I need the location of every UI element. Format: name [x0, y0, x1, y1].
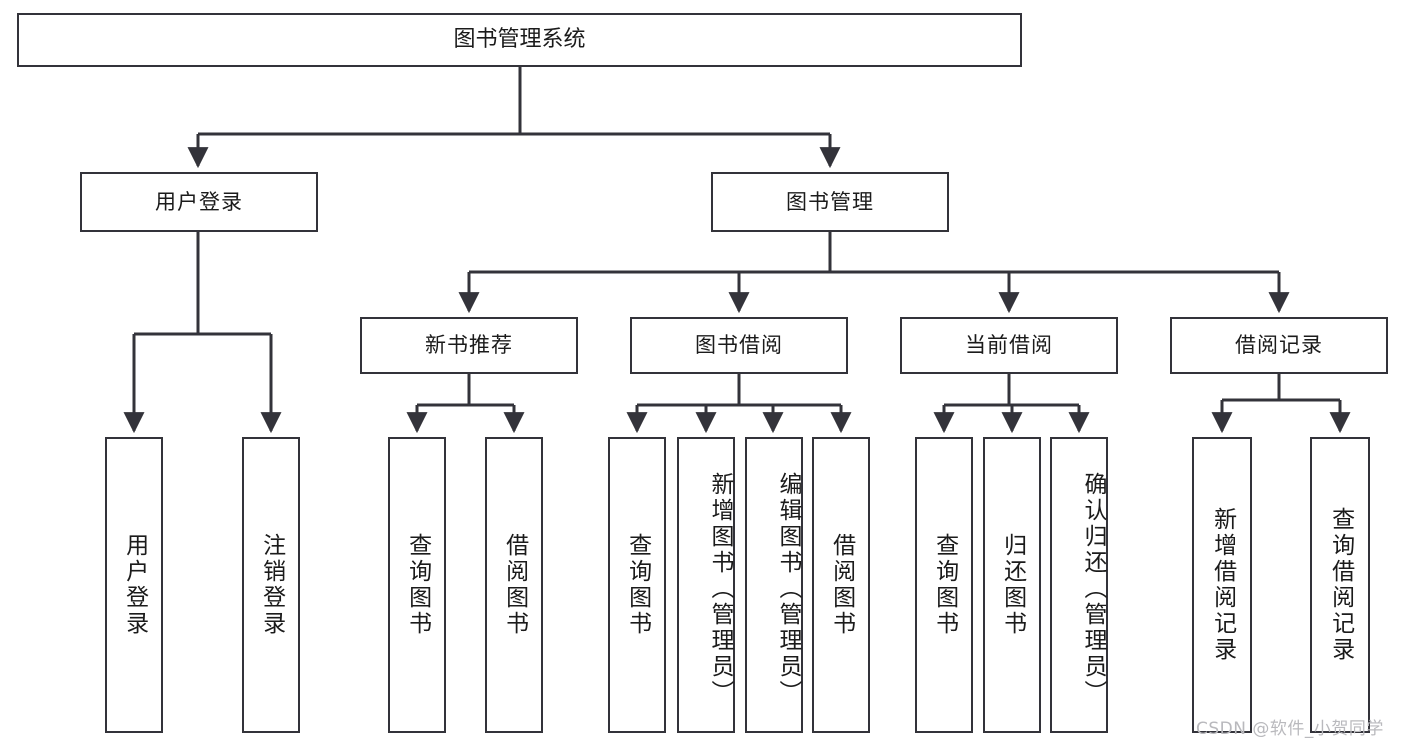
node-book-borrow[interactable]: 图书借阅	[630, 317, 848, 374]
leaf-borrow-query-book[interactable]: 查询图书	[608, 437, 666, 733]
leaf-label: 用户登录	[121, 533, 148, 637]
leaf-label: 新增借阅记录	[1209, 507, 1236, 663]
watermark-csdn: CSDN @软件_小贺同学	[1196, 719, 1384, 739]
leaf-label: 查询图书	[931, 533, 958, 637]
leaf-current-return-book[interactable]: 归还图书	[983, 437, 1041, 733]
leaf-label: 确认归还（管理员）	[1080, 472, 1106, 706]
node-borrow-records[interactable]: 借阅记录	[1170, 317, 1388, 374]
leaf-records-query-record[interactable]: 查询借阅记录	[1310, 437, 1370, 733]
leaf-user-login-login[interactable]: 用户登录	[105, 437, 163, 733]
leaf-current-query-book[interactable]: 查询图书	[915, 437, 973, 733]
node-current-borrow[interactable]: 当前借阅	[900, 317, 1118, 374]
leaf-label: 查询借阅记录	[1327, 507, 1354, 663]
leaf-records-add-record[interactable]: 新增借阅记录	[1192, 437, 1252, 733]
leaf-label: 注销登录	[258, 533, 285, 637]
leaf-borrow-add-book-admin[interactable]: 新增图书（管理员）	[677, 437, 735, 733]
leaf-label: 借阅图书	[828, 533, 855, 637]
leaf-current-confirm-return-admin[interactable]: 确认归还（管理员）	[1050, 437, 1108, 733]
leaf-new-book-query-book[interactable]: 查询图书	[388, 437, 446, 733]
leaf-label: 查询图书	[624, 533, 651, 637]
node-root[interactable]: 图书管理系统	[17, 13, 1022, 67]
leaf-label: 归还图书	[999, 533, 1026, 637]
leaf-borrow-edit-book-admin[interactable]: 编辑图书（管理员）	[745, 437, 803, 733]
node-user-login[interactable]: 用户登录	[80, 172, 318, 232]
leaf-label: 新增图书（管理员）	[707, 472, 733, 706]
leaf-new-book-borrow-book[interactable]: 借阅图书	[485, 437, 543, 733]
node-new-book-recommend[interactable]: 新书推荐	[360, 317, 578, 374]
leaf-label: 借阅图书	[501, 533, 528, 637]
leaf-borrow-borrow-book[interactable]: 借阅图书	[812, 437, 870, 733]
leaf-user-login-logout[interactable]: 注销登录	[242, 437, 300, 733]
leaf-label: 查询图书	[404, 533, 431, 637]
node-book-management[interactable]: 图书管理	[711, 172, 949, 232]
leaf-label: 编辑图书（管理员）	[775, 472, 801, 706]
